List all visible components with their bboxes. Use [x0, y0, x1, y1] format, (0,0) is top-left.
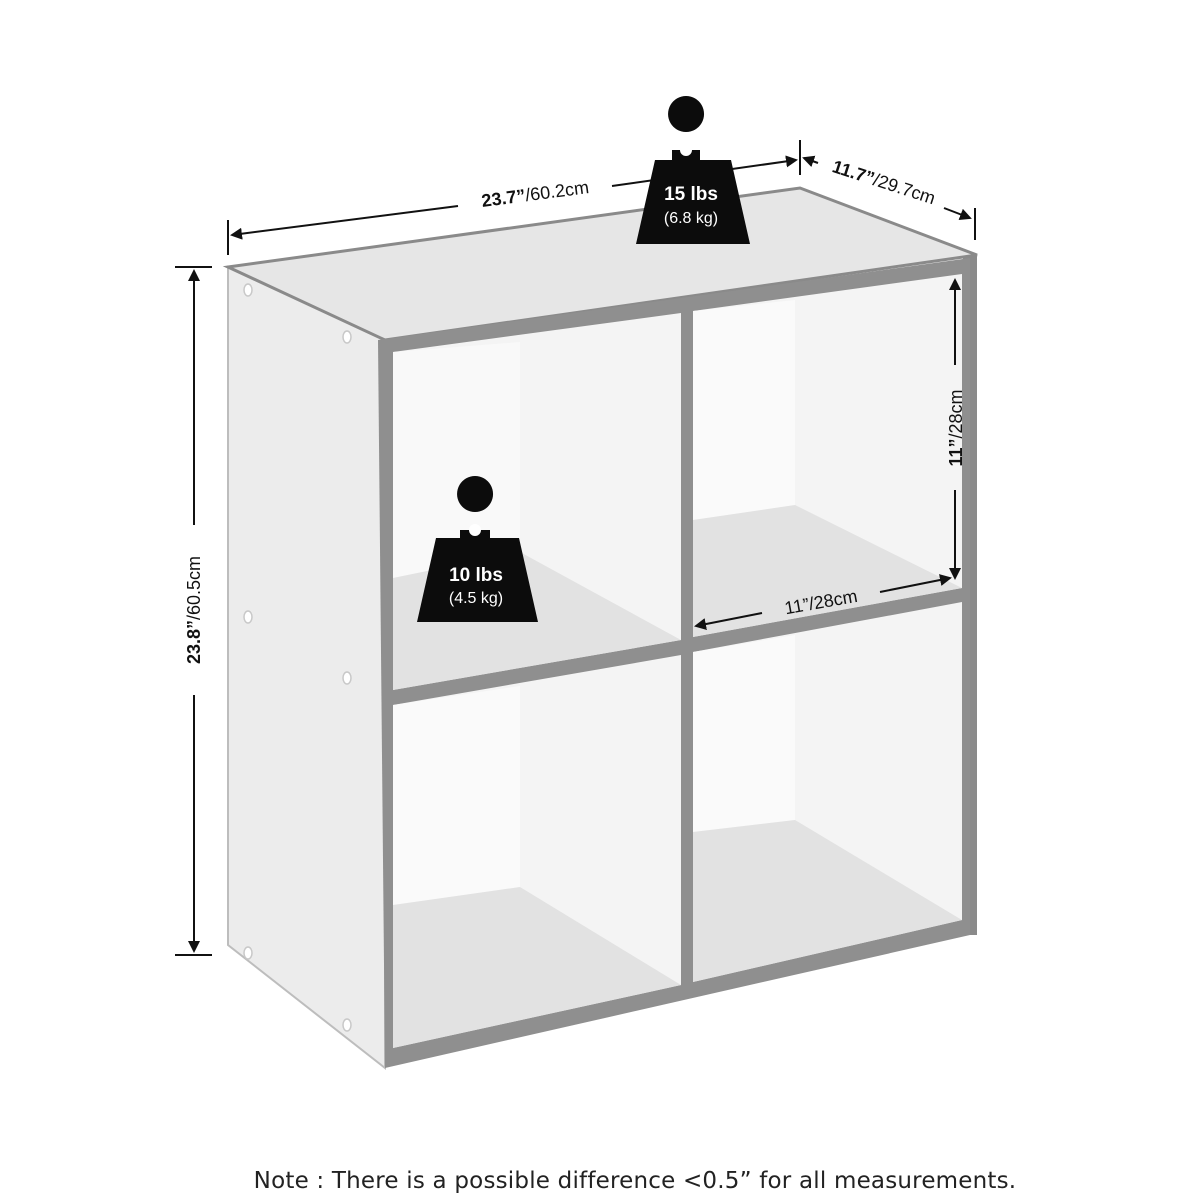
weight-icon [417, 476, 538, 622]
width-inches: 23.7” [480, 185, 526, 211]
cube-height-dimension: 11”/28cm [946, 278, 966, 580]
measurement-note: Note : There is a possible difference <0… [253, 1168, 1017, 1194]
depth-cm: /29.7cm [871, 170, 938, 209]
cube-upper-right [693, 274, 962, 637]
svg-text:23.7”/60.2cm: 23.7”/60.2cm [480, 177, 590, 211]
height-cm: /60.5cm [184, 556, 204, 620]
cube-width-inches: 11” [783, 594, 811, 618]
cube-lower-left [393, 655, 681, 1048]
height-inches: 23.8” [184, 620, 204, 664]
svg-text:11”/28cm: 11”/28cm [783, 586, 859, 618]
cube-height-inches: 11” [946, 439, 966, 467]
cube-upper-left [393, 313, 681, 690]
cube-height-cm: /28cm [946, 389, 966, 438]
weight-icon [636, 96, 750, 244]
cube-weight-kg: (4.5 kg) [449, 590, 503, 607]
cube-width-dimension: 11”/28cm [694, 574, 952, 630]
cube-shelf [222, 186, 978, 1071]
cam-holes [243, 283, 352, 1032]
top-weight-lbs: 15 lbs [664, 184, 718, 205]
height-dimension: 23.8”/60.5cm [175, 266, 212, 956]
svg-text:11”/28cm: 11”/28cm [946, 389, 966, 466]
svg-text:23.8”/60.5cm: 23.8”/60.5cm [184, 556, 204, 664]
top-weight-kg: (6.8 kg) [664, 210, 718, 227]
side-panel [227, 265, 386, 1071]
cube-weight-lbs: 10 lbs [449, 565, 503, 586]
cube-lower-right [693, 602, 962, 982]
svg-text:11.7”/29.7cm: 11.7”/29.7cm [830, 156, 938, 208]
cube-weight-badge: 10 lbs (4.5 kg) [417, 476, 538, 622]
top-weight-badge: 15 lbs (6.8 kg) [636, 96, 750, 244]
depth-inches: 11.7” [830, 156, 877, 188]
width-cm: /60.2cm [524, 177, 590, 205]
